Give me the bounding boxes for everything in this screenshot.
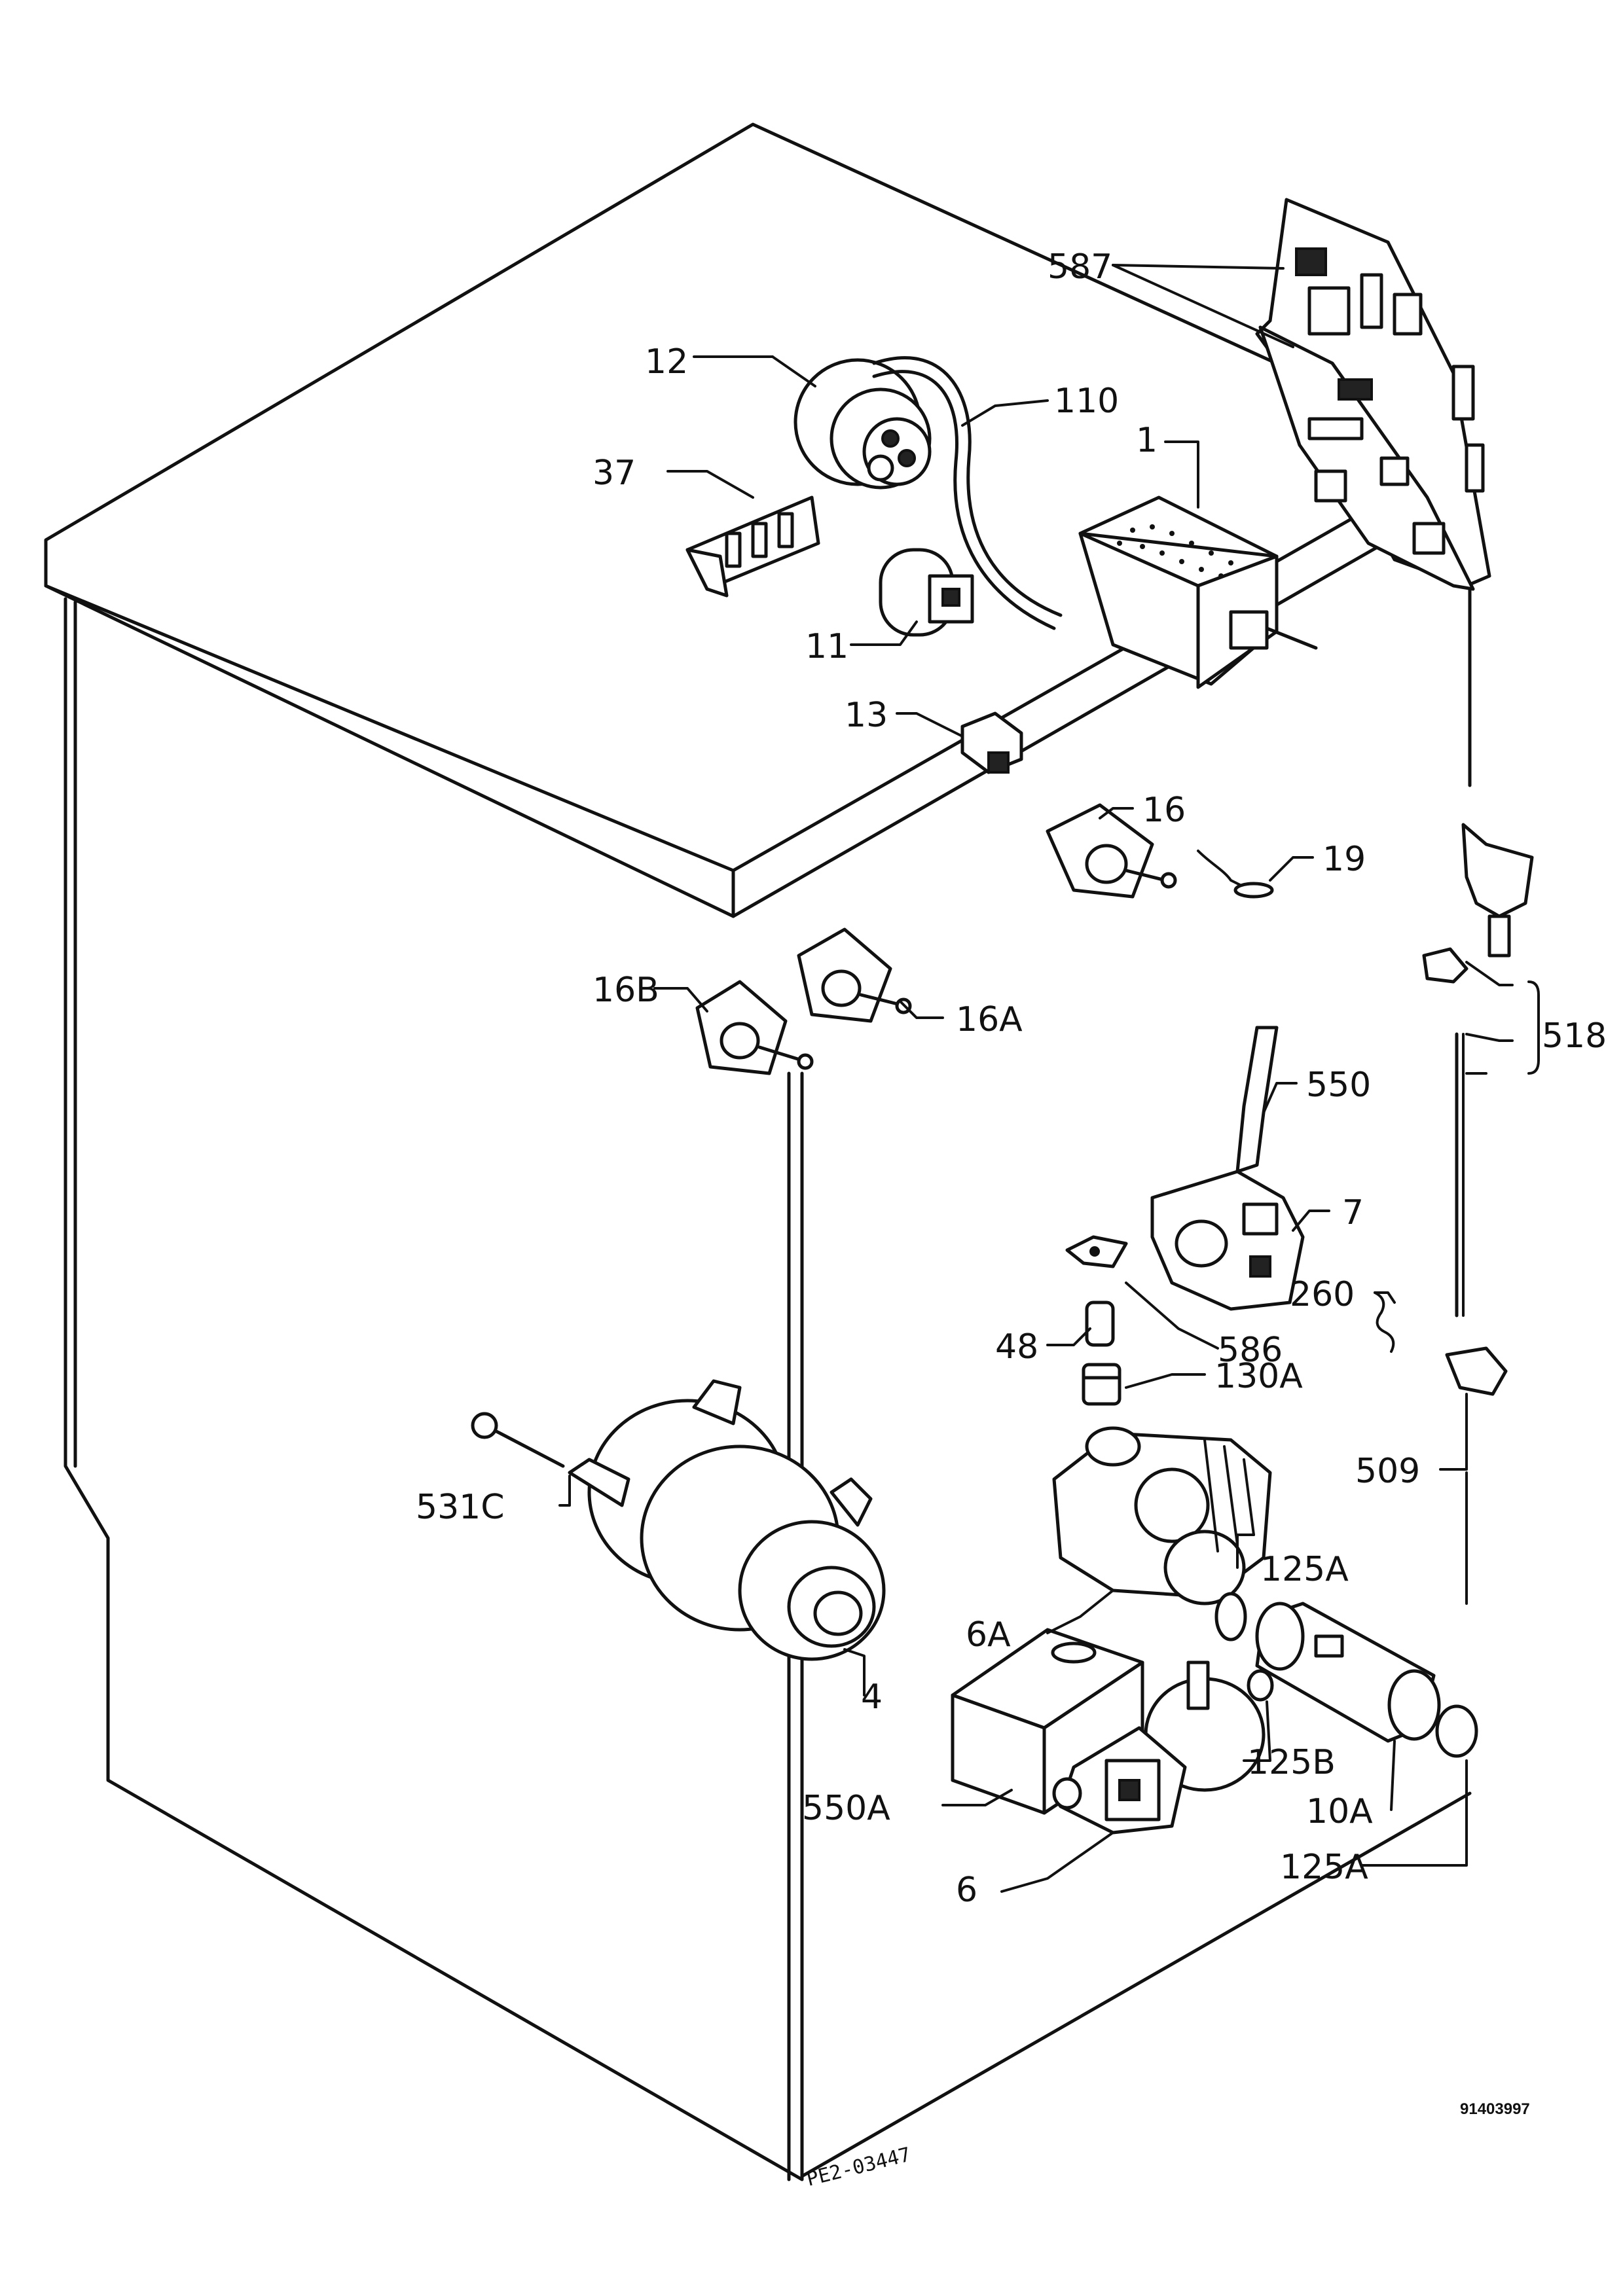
part-labels: 587 12 110 1 37 11 13 16 19 16B 16A 518 … [416,247,1607,1910]
label-11: 11 [805,627,848,666]
part-7-door-interlock [1150,1170,1305,1311]
part-509-clip [1445,1346,1508,1396]
label-48: 48 [995,1327,1038,1367]
part-587-panel [1255,198,1491,591]
label-16: 16 [1142,791,1186,830]
part-518-lock [1422,823,1534,1318]
part-48-valve [1085,1300,1115,1347]
label-13: 13 [845,696,888,735]
label-10a: 10A [1306,1792,1373,1831]
part-12-pressure-switch [793,358,932,490]
part-125a-seal-top [1214,1592,1247,1641]
label-12: 12 [645,342,688,382]
label-110: 110 [1054,382,1119,421]
leader-lines [558,264,1540,1893]
document-number: 91403997 [1460,2100,1530,2118]
part-550-lever [1235,1026,1279,1174]
part-16b-switch [695,980,814,1075]
part-6-drain-pump [1052,1660,1266,1835]
label-6a: 6A [966,1615,1011,1655]
label-550a: 550A [802,1789,890,1828]
label-16a: 16A [956,1000,1023,1039]
label-37: 37 [593,454,636,493]
part-550a-filter [951,1628,1144,1815]
label-125a-top: 125A [1260,1550,1349,1589]
programmer-grid [1117,524,1233,579]
label-1: 1 [1136,421,1158,460]
part-260-spring [1374,1291,1395,1353]
label-4: 4 [861,1677,883,1717]
part-125a-seal-bottom [1435,1704,1478,1758]
label-586: 586 [1218,1331,1283,1370]
label-125b: 125B [1247,1743,1336,1782]
part-37-connector [685,495,820,598]
part-4-motor [568,1379,886,1661]
part-13-connector [960,711,1023,774]
part-6a-pump-housing [1052,1426,1272,1605]
label-509: 509 [1355,1452,1420,1491]
part-16a-switch [797,927,912,1023]
part-19-sensor [1197,850,1274,899]
part-531c-bolt [471,1412,565,1468]
label-16b: 16B [593,971,659,1010]
label-550: 550 [1306,1066,1371,1105]
label-19: 19 [1322,840,1366,879]
label-531c: 531C [416,1488,505,1527]
handwritten-code: PE2-03447 [804,2143,913,2191]
part-11-capacitor [879,548,974,637]
part-125b-seal [1247,1669,1274,1702]
label-125a-bottom: 125A [1280,1848,1368,1887]
label-130a: 130A [1214,1357,1303,1396]
label-518: 518 [1542,1016,1607,1056]
part-586-bracket [1065,1235,1128,1268]
part-10a-connector [1255,1602,1441,1743]
label-6: 6 [956,1871,977,1910]
part-130a-fitting [1082,1363,1122,1406]
label-260: 260 [1290,1275,1355,1314]
part-1-programmer [1078,495,1318,689]
label-7: 7 [1342,1193,1364,1232]
label-587: 587 [1048,247,1112,287]
part-16-switch [1046,803,1177,899]
part-110-hose [872,356,1063,617]
